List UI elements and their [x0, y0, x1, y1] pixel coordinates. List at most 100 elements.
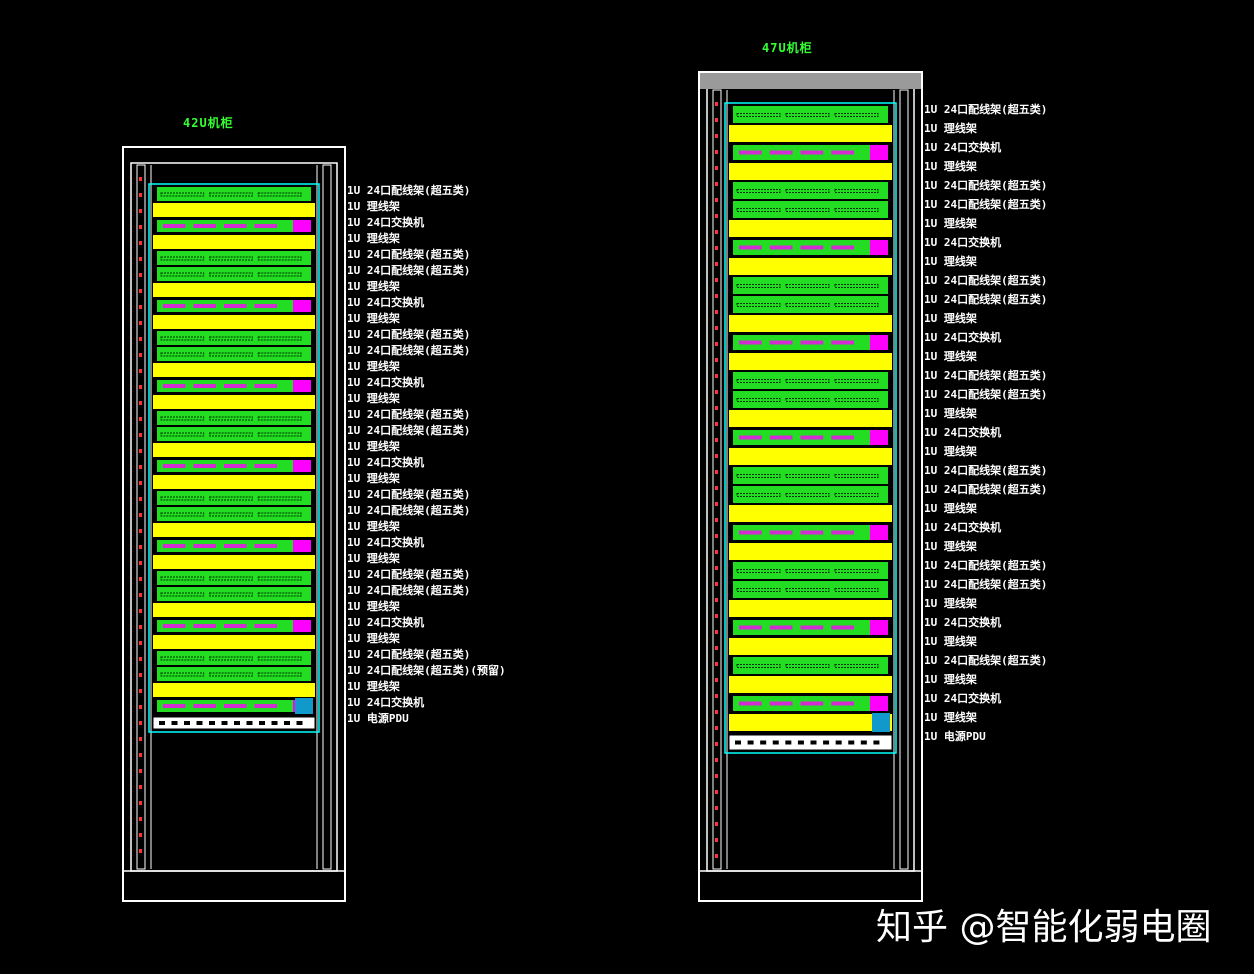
- cable-manager: [153, 475, 315, 489]
- unit-label: 1U 电源PDU: [924, 730, 986, 743]
- unit-label: 1U 理线架: [347, 472, 400, 485]
- switch-port-group: [800, 245, 824, 250]
- unit-label: 1U 24口配线架(超五类): [347, 408, 471, 421]
- rail-hole: [715, 694, 718, 698]
- switch-port-group: [739, 701, 762, 706]
- cable-manager: [153, 603, 315, 617]
- unit-label: 1U 理线架: [924, 312, 977, 325]
- rail-hole: [139, 529, 142, 533]
- rail-hole: [139, 209, 142, 213]
- bottom-accessory: [872, 713, 890, 732]
- patch-panel: [157, 251, 311, 265]
- patch-panel: [733, 106, 888, 123]
- port-strip: [785, 113, 830, 117]
- unit-label: 1U 24口交换机: [924, 521, 1002, 534]
- unit-label: 1U 理线架: [347, 312, 400, 325]
- port-strip: [785, 379, 830, 383]
- switch-port-group: [163, 624, 186, 628]
- port-strip: [209, 672, 253, 677]
- unit-label: 1U 24口交换机: [924, 426, 1002, 439]
- rail-hole: [139, 593, 142, 597]
- port-strip: [209, 656, 253, 661]
- switch-uplink-block: [870, 335, 888, 350]
- rail-hole: [139, 833, 142, 837]
- rack-rail-right: [899, 89, 909, 870]
- rail-hole: [715, 214, 718, 218]
- switch-port-group: [163, 464, 186, 468]
- port-strip: [160, 256, 205, 261]
- rail-hole: [139, 257, 142, 261]
- switch-uplink-block: [293, 540, 311, 552]
- equipment-bay-outline: [724, 102, 897, 754]
- port-strip: [834, 303, 879, 307]
- port-strip: [834, 493, 879, 497]
- switch-port-group: [193, 304, 216, 308]
- rail-hole: [715, 342, 718, 346]
- cable-manager: [153, 203, 315, 217]
- rail-hole: [715, 518, 718, 522]
- unit-label: 1U 24口交换机: [924, 692, 1002, 705]
- switch-port-group: [163, 384, 186, 388]
- rail-hole: [715, 262, 718, 266]
- unit-label: 1U 24口配线架(超五类): [347, 504, 471, 517]
- unit-label: 1U 理线架: [347, 280, 400, 293]
- rail-hole: [139, 337, 142, 341]
- rail-hole: [139, 785, 142, 789]
- port-strip: [834, 208, 879, 212]
- rail-hole: [139, 657, 142, 661]
- port-strip: [785, 664, 830, 668]
- port-strip: [834, 398, 879, 402]
- rail-hole: [715, 582, 718, 586]
- pdu-outlet: [785, 740, 792, 745]
- switch-port-group: [831, 150, 854, 155]
- patch-panel: [157, 411, 311, 425]
- rail-hole: [139, 177, 142, 181]
- port-strip: [160, 416, 205, 421]
- switch-port-group: [254, 304, 277, 308]
- cable-manager: [153, 443, 315, 457]
- cable-manager: [153, 283, 315, 297]
- pdu-outlet: [735, 740, 741, 745]
- cable-manager: [153, 395, 315, 409]
- port-strip: [736, 493, 781, 497]
- unit-label: 1U 24口配线架(超五类): [347, 488, 471, 501]
- watermark: 知乎 @智能化弱电圈: [876, 907, 1212, 948]
- rail-hole: [715, 374, 718, 378]
- unit-label: 1U 24口配线架(超五类): [924, 464, 1048, 477]
- patch-panel: [157, 587, 311, 601]
- rail-hole: [715, 246, 718, 250]
- unit-label: 1U 理线架: [347, 360, 400, 373]
- port-strip: [209, 352, 253, 357]
- unit-label: 1U 24口交换机: [924, 616, 1002, 629]
- unit-label: 1U 理线架: [924, 540, 977, 553]
- rail-hole: [715, 550, 718, 554]
- unit-label: 1U 24口配线架(超五类): [924, 369, 1048, 382]
- port-strip: [785, 569, 830, 573]
- pdu-outlet: [797, 740, 804, 745]
- rail-hole: [715, 182, 718, 186]
- rail-hole: [715, 662, 718, 666]
- port-strip: [160, 496, 205, 501]
- rail-hole: [139, 689, 142, 693]
- switch-uplink-block: [870, 145, 888, 160]
- unit-label: 1U 24口交换机: [347, 536, 425, 549]
- unit-label: 1U 24口配线架(超五类): [347, 568, 471, 581]
- pdu-outlet: [860, 740, 867, 745]
- unit-label: 1U 理线架: [924, 217, 977, 230]
- switch-uplink-block: [293, 620, 311, 632]
- port-strip: [160, 512, 205, 517]
- rail-hole: [139, 321, 142, 325]
- port-strip: [834, 189, 879, 193]
- unit-label: 1U 理线架: [347, 600, 400, 613]
- port-strip: [785, 398, 830, 402]
- unit-label: 1U 理线架: [924, 122, 977, 135]
- rack-outer-frame: [698, 71, 923, 902]
- rail-hole: [139, 609, 142, 613]
- unit-label: 1U 24口配线架(超五类)(预留): [347, 664, 506, 677]
- rail-hole: [715, 774, 718, 778]
- port-strip: [257, 256, 302, 261]
- unit-label: 1U 24口交换机: [347, 376, 425, 389]
- rail-hole: [715, 838, 718, 842]
- port-strip: [785, 284, 830, 288]
